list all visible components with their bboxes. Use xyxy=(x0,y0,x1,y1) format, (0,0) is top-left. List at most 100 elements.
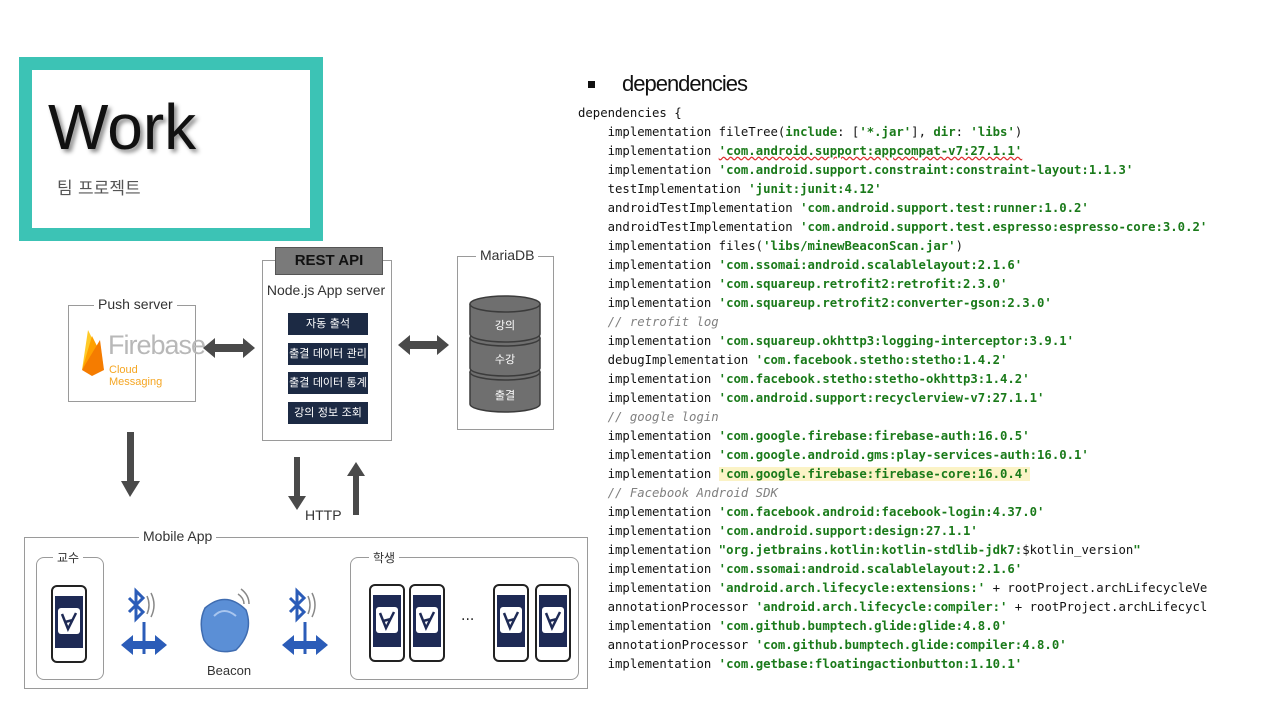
code-token: implementation xyxy=(578,543,719,557)
code-token: annotationProcessor xyxy=(578,600,756,614)
code-line: implementation 'android.arch.lifecycle:e… xyxy=(578,579,1258,598)
beacon-label: Beacon xyxy=(207,663,252,678)
code-token: // google login xyxy=(578,410,719,424)
code-token: implementation xyxy=(578,296,719,310)
code-line: implementation 'com.squareup.retrofit2:c… xyxy=(578,294,1258,313)
code-token: implementation fileTree( xyxy=(578,125,786,139)
code-token: testImplementation xyxy=(578,182,749,196)
double-arrow-icon xyxy=(203,338,255,358)
student-label: 학생 xyxy=(369,549,400,566)
bullet-icon xyxy=(588,81,595,88)
code-line: dependencies { xyxy=(578,104,1258,123)
mobile-app-frame xyxy=(24,537,588,689)
code-token: " xyxy=(1133,543,1141,557)
code-line: implementation fileTree(include: ['*.jar… xyxy=(578,123,1258,142)
code-token: implementation xyxy=(578,448,719,462)
code-line: implementation 'com.google.firebase:fire… xyxy=(578,465,1258,484)
code-line: implementation 'com.ssomai:android.scala… xyxy=(578,560,1258,579)
code-line: implementation 'com.facebook.stetho:stet… xyxy=(578,370,1258,389)
code-line: implementation 'com.ssomai:android.scala… xyxy=(578,256,1258,275)
code-token: 'com.google.firebase:firebase-auth:16.0.… xyxy=(718,429,1030,443)
code-token: implementation xyxy=(578,581,719,595)
code-line: // google login xyxy=(578,408,1258,427)
code-line: androidTestImplementation 'com.android.s… xyxy=(578,218,1258,237)
down-arrow-icon xyxy=(288,457,306,510)
code-line: androidTestImplementation 'com.android.s… xyxy=(578,199,1258,218)
firebase-name: Firebase xyxy=(108,330,206,360)
code-token: 'android.arch.lifecycle:extensions:' xyxy=(718,581,986,595)
code-token: implementation xyxy=(578,144,719,158)
feature-item: 강의 정보 조회 xyxy=(288,402,368,424)
code-token: 'com.android.support.test:runner:1.0.2' xyxy=(800,201,1089,215)
code-token: // Facebook Android SDK xyxy=(578,486,778,500)
code-token: 'com.squareup.retrofit2:converter-gson:2… xyxy=(718,296,1052,310)
code-token: 'com.facebook.android:facebook-login:4.3… xyxy=(718,505,1045,519)
code-token: + rootProject.archLifecycl xyxy=(1007,600,1208,614)
db-table-label: 출결 xyxy=(495,389,515,402)
code-line: implementation 'com.android.support:desi… xyxy=(578,522,1258,541)
mobile-app-label: Mobile App xyxy=(139,528,217,544)
code-token: implementation files( xyxy=(578,239,764,253)
code-token: implementation xyxy=(578,334,719,348)
code-block: dependencies { implementation fileTree(i… xyxy=(578,104,1258,674)
code-line: implementation 'com.android.support:appc… xyxy=(578,142,1258,161)
code-line: debugImplementation 'com.facebook.stetho… xyxy=(578,351,1258,370)
page-title: Work xyxy=(48,91,197,163)
push-server-label: Push server xyxy=(94,296,177,312)
code-token: androidTestImplementation xyxy=(578,220,801,234)
firebase-sub: Cloud Messaging xyxy=(109,364,163,388)
code-line: annotationProcessor 'com.github.bumptech… xyxy=(578,636,1258,655)
code-token: implementation xyxy=(578,505,719,519)
code-token: annotationProcessor xyxy=(578,638,756,652)
code-line: annotationProcessor 'android.arch.lifecy… xyxy=(578,598,1258,617)
code-token: 'com.squareup.retrofit2:retrofit:2.3.0' xyxy=(718,277,1008,291)
code-line: implementation 'com.android.support:recy… xyxy=(578,389,1258,408)
code-token: include xyxy=(785,125,838,139)
code-token: androidTestImplementation xyxy=(578,201,801,215)
code-token: 'com.google.android.gms:play-services-au… xyxy=(718,448,1089,462)
code-token: 'com.squareup.okhttp3:logging-intercepto… xyxy=(718,334,1075,348)
code-token: debugImplementation xyxy=(578,353,756,367)
feature-item: 출결 데이터 통계 xyxy=(288,372,368,394)
code-token: 'com.android.support:appcompat-v7:27.1.1… xyxy=(718,144,1023,158)
db-table-label: 수강 xyxy=(495,353,515,366)
code-heading: dependencies xyxy=(622,71,748,96)
code-line: implementation 'com.squareup.okhttp3:log… xyxy=(578,332,1258,351)
double-arrow-icon xyxy=(398,335,449,355)
down-arrow-icon xyxy=(121,432,140,497)
rest-api-badge: REST API xyxy=(275,247,383,275)
code-token: implementation xyxy=(578,258,719,272)
code-token: 'libs' xyxy=(970,125,1015,139)
code-token: 'com.ssomai:android.scalablelayout:2.1.6… xyxy=(718,258,1023,272)
code-token: 'junit:junit:4.12' xyxy=(748,182,882,196)
code-line: implementation 'com.android.support.cons… xyxy=(578,161,1258,180)
code-line: testImplementation 'junit:junit:4.12' xyxy=(578,180,1258,199)
code-token: 'libs/minewBeaconScan.jar' xyxy=(763,239,956,253)
code-token: 'android.arch.lifecycle:compiler:' xyxy=(755,600,1008,614)
code-token: implementation xyxy=(578,163,719,177)
professor-label: 교수 xyxy=(53,549,84,566)
code-token: 'com.android.support.constraint:constrai… xyxy=(718,163,1134,177)
code-token: ) xyxy=(1014,125,1023,139)
code-token: implementation xyxy=(578,467,719,481)
code-token: implementation xyxy=(578,562,719,576)
code-line: // retrofit log xyxy=(578,313,1258,332)
code-token: 'com.facebook.stetho:stetho:1.4.2' xyxy=(755,353,1008,367)
code-line: implementation 'com.facebook.android:fac… xyxy=(578,503,1258,522)
code-token: 'com.github.bumptech.glide:glide:4.8.0' xyxy=(718,619,1008,633)
code-token: 'com.android.support.test.espresso:espre… xyxy=(800,220,1208,234)
code-token: 'com.google.firebase:firebase-core:16.0.… xyxy=(718,467,1030,481)
code-line: implementation 'com.google.android.gms:p… xyxy=(578,446,1258,465)
code-token: implementation xyxy=(578,277,719,291)
app-server-label: Node.js App server xyxy=(266,282,386,298)
code-line: implementation 'com.github.bumptech.glid… xyxy=(578,617,1258,636)
http-label: HTTP xyxy=(305,507,342,523)
code-token: dependencies { xyxy=(578,106,682,120)
code-token: implementation xyxy=(578,372,719,386)
student-frame xyxy=(350,557,579,680)
db-table-label: 강의 xyxy=(495,319,515,332)
mariadb-label: MariaDB xyxy=(476,247,539,263)
code-token: 'com.android.support:recyclerview-v7:27.… xyxy=(718,391,1045,405)
code-token: 'com.ssomai:android.scalablelayout:2.1.6… xyxy=(718,562,1023,576)
code-token: implementation xyxy=(578,391,719,405)
